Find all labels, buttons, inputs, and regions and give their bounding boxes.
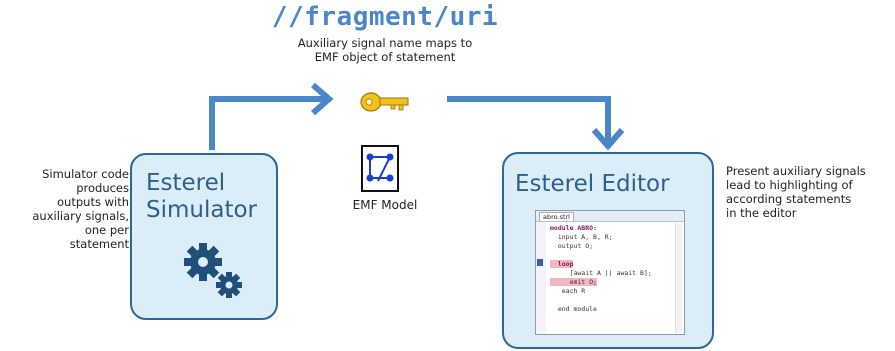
editor-gutter — [536, 222, 546, 334]
uri-title: //fragment/uri — [271, 2, 499, 32]
simulator-title: Esterel Simulator — [146, 170, 276, 224]
simulator-note-line: statement — [69, 237, 129, 251]
highlighted-code: loop — [550, 260, 574, 268]
simulator-note: Simulator code produces outputs with aux… — [0, 167, 129, 251]
editor-tab-bar: abro.strl — [536, 211, 684, 222]
code-text: module ABRO: — [550, 224, 597, 232]
simulator-note-line: produces — [76, 181, 129, 195]
emf-model-label: EMF Model — [352, 198, 418, 212]
editor-note: Present auxiliary signals lead to highli… — [726, 164, 894, 220]
editor-note-line: in the editor — [726, 206, 797, 220]
code-line: [await A || await B]; — [550, 269, 652, 277]
editor-note-line: Present auxiliary signals — [726, 164, 866, 178]
editor-note-line: lead to highlighting of — [726, 178, 853, 192]
uri-desc-line-1: Auxiliary signal name maps to — [297, 36, 473, 50]
simulator-note-line: outputs with — [57, 195, 129, 209]
uri-desc-line-2: EMF object of statement — [314, 50, 456, 64]
code-line: loop — [550, 260, 574, 269]
simulator-title-line-1: Esterel — [146, 170, 226, 196]
code-line: end module — [550, 305, 597, 313]
key-icon — [360, 92, 409, 112]
editor-window[interactable]: abro.strl module ABRO: input A, B, R; ou… — [535, 210, 685, 335]
simulator-note-line: auxiliary signals, — [32, 209, 129, 223]
uri-description: Auxiliary signal name maps to EMF object… — [255, 36, 515, 64]
key-to-editor-arrow — [447, 96, 611, 145]
simulator-title-line-2: Simulator — [146, 197, 258, 223]
sim-to-key-arrowhead — [311, 82, 334, 116]
editor-title: Esterel Editor — [515, 171, 670, 197]
code-line: each R — [550, 287, 586, 295]
editor-note-line: according statements — [726, 192, 852, 206]
code-line: emit O; — [550, 278, 597, 287]
editor-scrollbar[interactable] — [675, 223, 682, 333]
code-line: output O; — [550, 242, 594, 250]
breakpoint-marker — [537, 259, 543, 266]
editor-tab[interactable]: abro.strl — [539, 212, 574, 221]
code-line: input A, B, R; — [550, 233, 613, 241]
highlighted-code: emit O; — [550, 278, 597, 286]
simulator-note-line: Simulator code — [42, 167, 129, 181]
key-to-editor-arrowhead — [591, 128, 625, 151]
simulator-note-line: one per — [84, 223, 129, 237]
simulator-box — [130, 153, 278, 320]
code-line: module ABRO: — [550, 224, 597, 233]
sim-to-key-arrow — [209, 96, 327, 150]
emf-model-icon — [361, 145, 399, 192]
